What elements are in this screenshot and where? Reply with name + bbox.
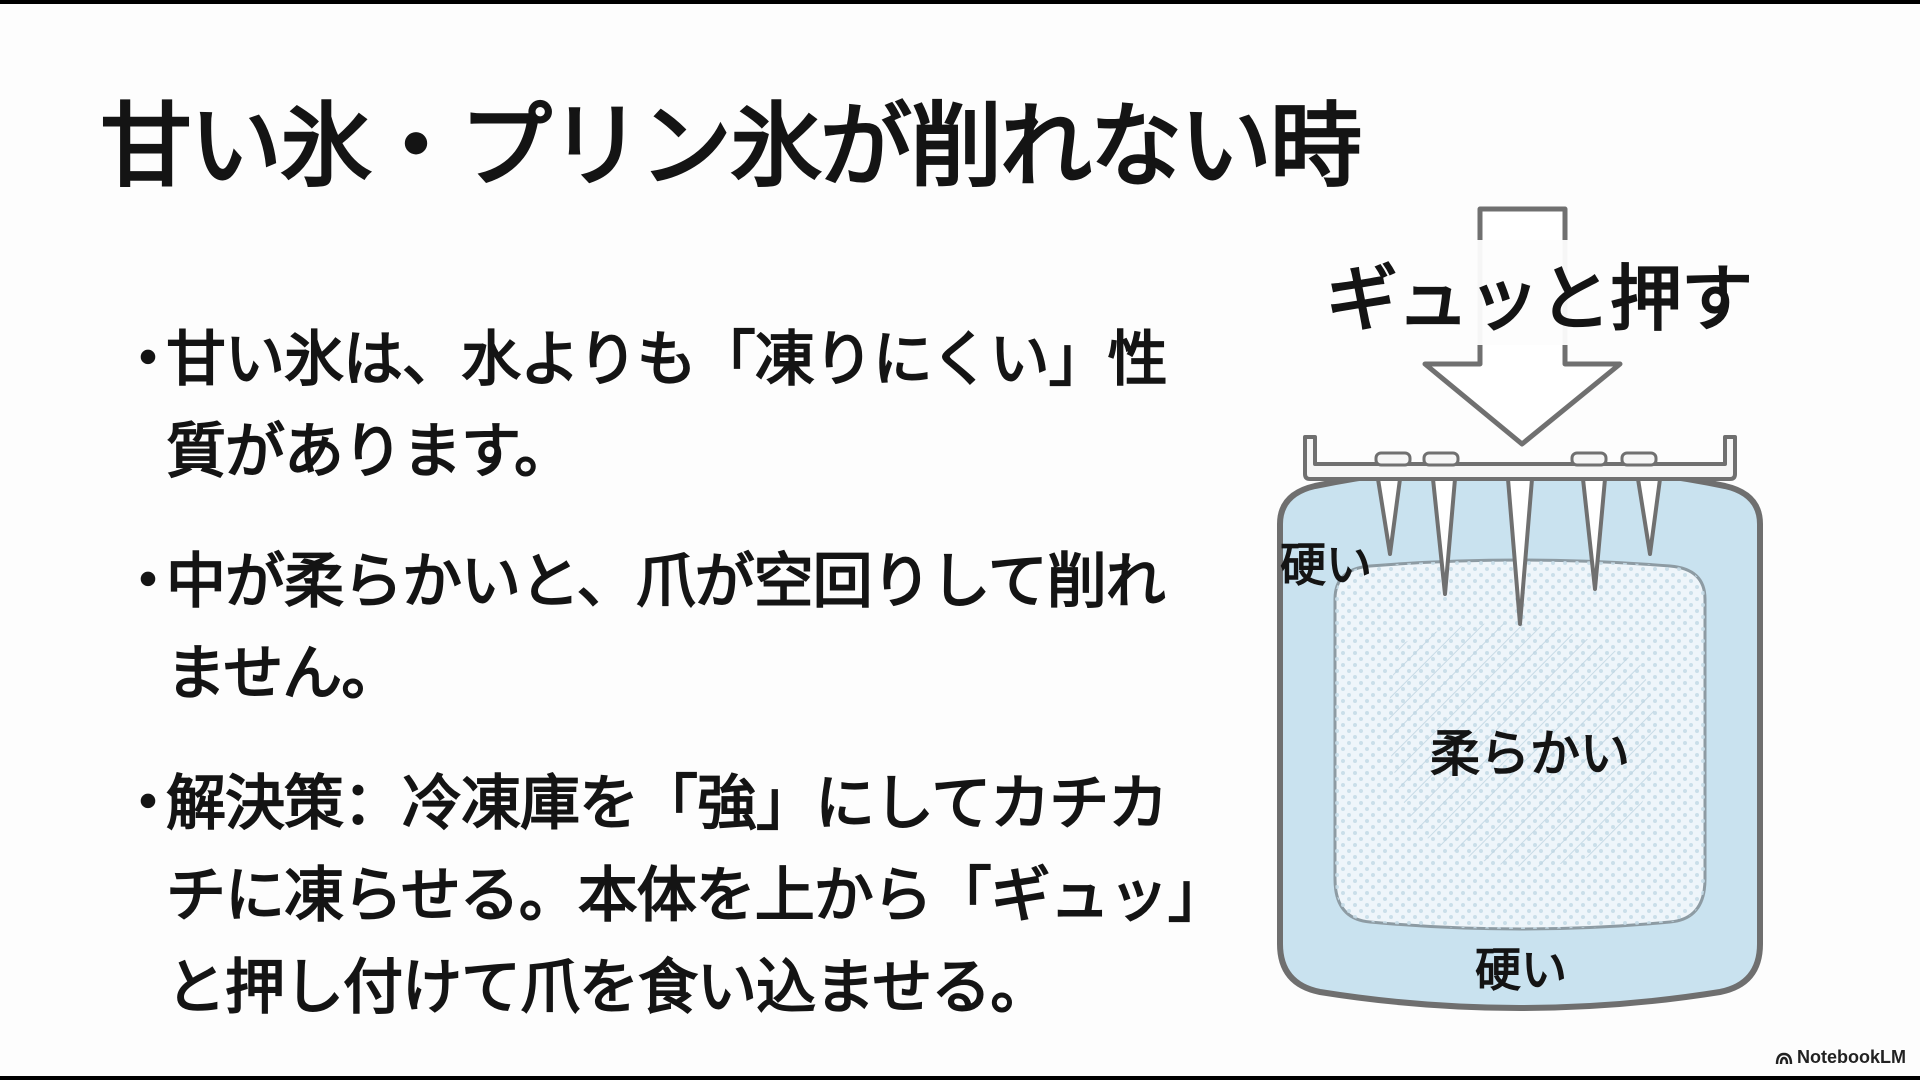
claw-spike-2 [1431, 477, 1457, 596]
shaver-plate [1303, 435, 1737, 481]
bullet-marker: ・ [118, 769, 178, 839]
slide: 甘い氷・プリン氷が削れない時 ・ 甘い氷は、水よりも「凍りにくい」性質があります… [0, 4, 1920, 1076]
bullet-text: 甘い氷は、水よりも「凍りにくい」性質があります。 [166, 325, 1168, 487]
bullet-item-3: ・ 解決策：冷凍庫を「強」にしてカチカチに凍らせる。本体を上から「ギュッ」と押し… [118, 758, 1208, 1034]
bullet-text: 解決策：冷凍庫を「強」にしてカチカチに凍らせる。本体を上から「ギュッ」と押し付け… [166, 769, 1198, 1023]
bullet-marker: ・ [118, 325, 178, 395]
watermark: NotebookLM [1775, 1047, 1906, 1068]
claw-spikes [1376, 477, 1662, 626]
hard-label-top: 硬い [1280, 538, 1372, 592]
claw-spike-1 [1376, 477, 1402, 556]
plate-bumps [1374, 451, 1658, 467]
slide-title: 甘い氷・プリン氷が削れない時 [100, 93, 1362, 200]
ice-block-diagram: ギュッと押す 硬い 柔らかい 硬い [1220, 194, 1820, 1024]
bullet-marker: ・ [118, 547, 178, 617]
bullet-list: ・ 甘い氷は、水よりも「凍りにくい」性質があります。 ・ 中が柔らかいと、爪が空… [118, 314, 1208, 1072]
bullet-item-2: ・ 中が柔らかいと、爪が空回りして削れません。 [118, 536, 1208, 720]
claw-spike-3 [1506, 477, 1534, 626]
bullet-text: 中が柔らかいと、爪が空回りして削れません。 [166, 547, 1166, 709]
diagram-graphic [1277, 206, 1763, 1011]
hard-label-bottom: 硬い [1475, 943, 1567, 997]
inner-soft-swirl [1388, 623, 1656, 867]
push-label: ギュッと押す [1320, 240, 1759, 345]
soft-label: 柔らかい [1430, 725, 1630, 783]
bullet-item-1: ・ 甘い氷は、水よりも「凍りにくい」性質があります。 [118, 314, 1208, 498]
watermark-text: NotebookLM [1797, 1047, 1906, 1067]
claw-spike-5 [1636, 477, 1662, 556]
claw-spike-4 [1581, 477, 1607, 591]
notebooklm-logo-icon [1775, 1051, 1793, 1065]
